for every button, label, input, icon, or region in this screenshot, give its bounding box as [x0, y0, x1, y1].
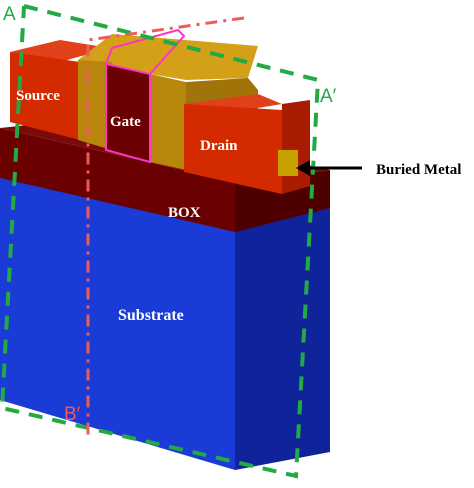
- buried-metal-arrow-head: [296, 160, 310, 176]
- label-substrate: Substrate: [118, 307, 184, 324]
- label-cut-a: A: [3, 4, 16, 25]
- gate-body: [106, 64, 150, 162]
- substrate-side: [235, 208, 330, 470]
- cut-line-a: [0, 4, 321, 479]
- gate-metal-right: [150, 74, 186, 170]
- drain-front: [184, 104, 282, 194]
- cut-line-b: [86, 16, 245, 440]
- buried-metal: [278, 150, 298, 176]
- drain-side: [282, 100, 310, 194]
- substrate-front: [0, 178, 235, 470]
- gate-outline-top: [105, 28, 186, 75]
- label-buried-metal: Buried Metal: [376, 162, 461, 178]
- gate-outline: [105, 62, 151, 164]
- source-front: [10, 52, 80, 140]
- label-gate: Gate: [110, 114, 141, 130]
- label-cut-a-prime: A′: [320, 86, 337, 107]
- label-box: BOX: [168, 205, 201, 221]
- label-drain: Drain: [200, 138, 238, 154]
- box-front: [0, 128, 235, 232]
- label-source: Source: [16, 88, 60, 104]
- label-cut-b-prime: B′: [64, 404, 81, 425]
